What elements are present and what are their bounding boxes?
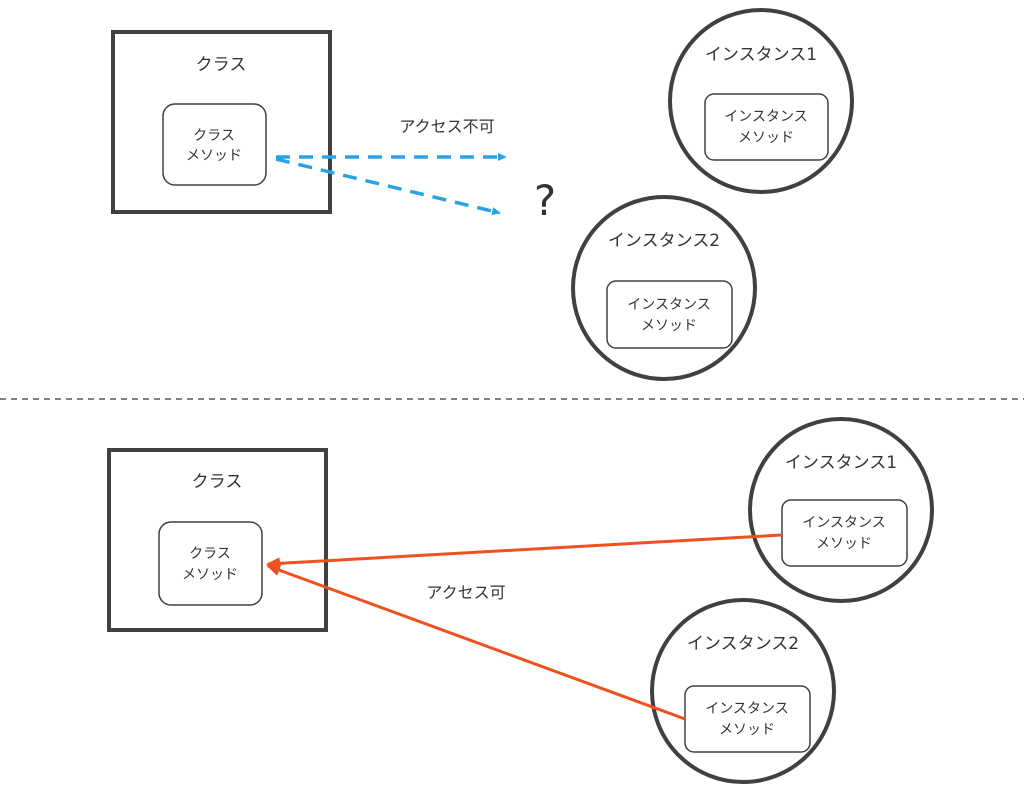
bottom-access-arrow-1 <box>266 533 783 570</box>
top-panel: クラス クラス メソッド アクセス不可 ? インスタンス1 インスタンス メソッ… <box>111 8 854 381</box>
top-class-method-box <box>162 103 267 186</box>
bottom-class-title: クラス <box>192 472 243 492</box>
top-instance-2-method-line2: メソッド <box>641 318 697 334</box>
top-class-method-line2: メソッド <box>186 148 242 164</box>
top-class-title: クラス <box>196 55 247 75</box>
bottom-instance-2-method-line2: メソッド <box>719 722 775 738</box>
bottom-instance-2-method-box <box>684 685 811 753</box>
bottom-instance-1-method-box <box>781 499 908 567</box>
bottom-instance-2: インスタンス2 インスタンス メソッド <box>650 598 836 784</box>
top-instance-1-method-line2: メソッド <box>738 130 794 146</box>
top-class-method-line1: クラス <box>193 128 235 144</box>
bottom-instance-2-title: インスタンス2 <box>687 634 799 654</box>
top-instance-1-method-line1: インスタンス <box>724 109 807 125</box>
bottom-access-arrow-2 <box>266 564 686 721</box>
bottom-instance-1-method-line2: メソッド <box>816 536 872 552</box>
bottom-instance-1-title: インスタンス1 <box>785 453 897 473</box>
bottom-access-arrows <box>266 533 783 721</box>
top-blocked-arrows <box>275 153 507 216</box>
top-instance-1-title: インスタンス1 <box>705 45 817 65</box>
top-instance-2-method-line1: インスタンス <box>627 297 710 313</box>
bottom-instance-2-method-line1: インスタンス <box>705 701 788 717</box>
bottom-class-method-line2: メソッド <box>182 567 238 583</box>
bottom-panel: クラス クラス メソッド インスタンス1 インスタンス メソッド インスタンス2… <box>107 417 934 784</box>
top-access-label: アクセス不可 <box>399 117 494 136</box>
top-instance-1: インスタンス1 インスタンス メソッド <box>668 8 854 194</box>
bottom-class-method-box <box>158 521 263 606</box>
top-instance-2: インスタンス2 インスタンス メソッド <box>571 195 757 381</box>
bottom-access-label: アクセス可 <box>426 583 505 602</box>
bottom-class-method-line1: クラス <box>189 546 231 562</box>
top-instance-2-title: インスタンス2 <box>608 231 720 251</box>
bottom-instance-1-method-line1: インスタンス <box>802 515 885 531</box>
bottom-class-box: クラス クラス メソッド <box>107 448 328 632</box>
bottom-instance-1: インスタンス1 インスタンス メソッド <box>748 417 934 603</box>
question-mark: ? <box>534 176 556 225</box>
top-instance-2-method-box <box>606 280 733 349</box>
top-blocked-arrow-2 <box>275 157 501 216</box>
top-instance-1-method-box <box>704 93 829 161</box>
top-class-box: クラス クラス メソッド <box>111 30 332 214</box>
